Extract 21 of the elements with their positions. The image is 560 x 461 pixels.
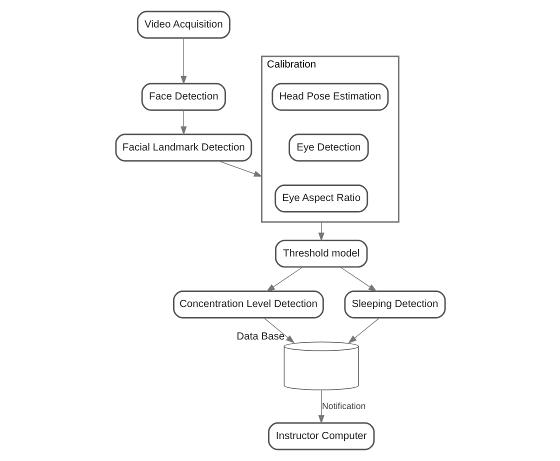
arrow — [266, 266, 303, 292]
node-box: Threshold model — [274, 240, 368, 268]
arrow — [180, 38, 186, 85]
node-box: Video Acquisition — [136, 10, 230, 39]
node-label: Data Base — [236, 331, 284, 342]
node-box: Concentration Level Detection — [172, 290, 324, 318]
arrow — [263, 318, 294, 344]
arrow — [347, 318, 380, 344]
arrow — [318, 390, 324, 424]
arrow — [339, 266, 377, 292]
node-box: Face Detection — [140, 82, 226, 111]
arrow — [318, 222, 324, 242]
node-box: Head Pose Estimation — [271, 82, 388, 111]
node-box: Facial Landmark Detection — [114, 134, 252, 162]
edge-label: Notification — [321, 400, 366, 411]
arrow — [218, 160, 262, 177]
node-box: Sleeping Detection — [344, 290, 446, 318]
node-box: Eye Detection — [288, 134, 368, 162]
node-box: Instructor Computer — [267, 422, 374, 450]
arrow — [180, 110, 186, 136]
node-box: Eye Aspect Ratio — [274, 184, 368, 212]
